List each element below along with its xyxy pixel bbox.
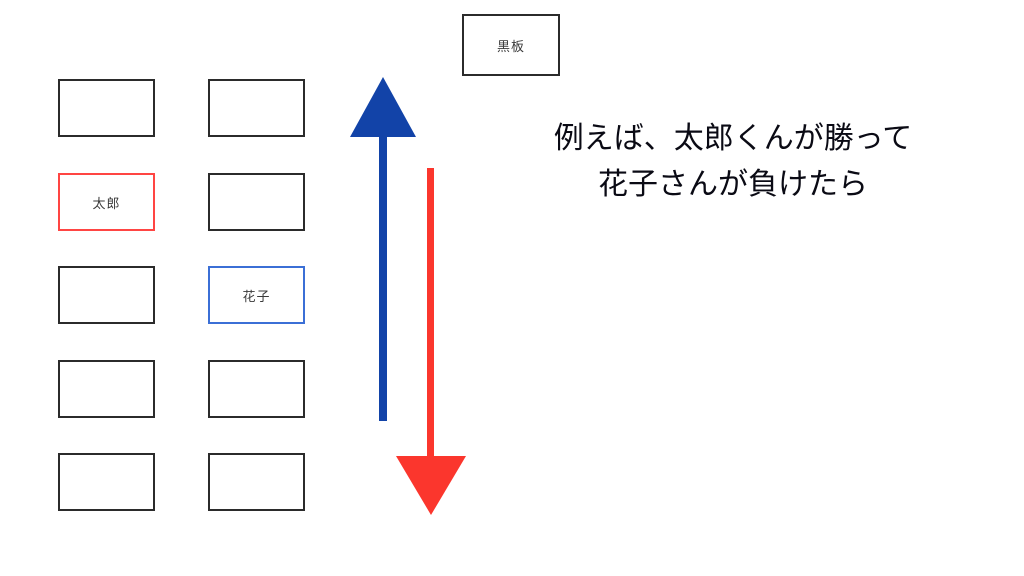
desk-left-3 bbox=[58, 266, 155, 324]
up-arrow-icon bbox=[350, 77, 416, 421]
desk-left-2-taro: 太郎 bbox=[58, 173, 155, 231]
desk-left-1 bbox=[58, 79, 155, 137]
blackboard-box: 黒板 bbox=[462, 14, 560, 76]
caption-line2: 花子さんが負けたら bbox=[598, 168, 868, 201]
blackboard-label: 黒板 bbox=[496, 38, 525, 54]
desk-right-4 bbox=[208, 360, 305, 418]
desk-right-3-hanako: 花子 bbox=[208, 266, 305, 324]
desk-right-5 bbox=[208, 453, 305, 511]
desk-left-4 bbox=[58, 360, 155, 418]
desk-right-1 bbox=[208, 79, 305, 137]
desk-right-2 bbox=[208, 173, 305, 231]
desk-left-5 bbox=[58, 453, 155, 511]
hanako-label: 花子 bbox=[242, 288, 271, 304]
taro-label: 太郎 bbox=[92, 195, 121, 211]
down-arrow-icon bbox=[396, 168, 466, 515]
caption: 例えば、太郎くんが勝って 花子さんが負けたら bbox=[508, 116, 958, 208]
caption-line1: 例えば、太郎くんが勝って bbox=[553, 122, 913, 155]
